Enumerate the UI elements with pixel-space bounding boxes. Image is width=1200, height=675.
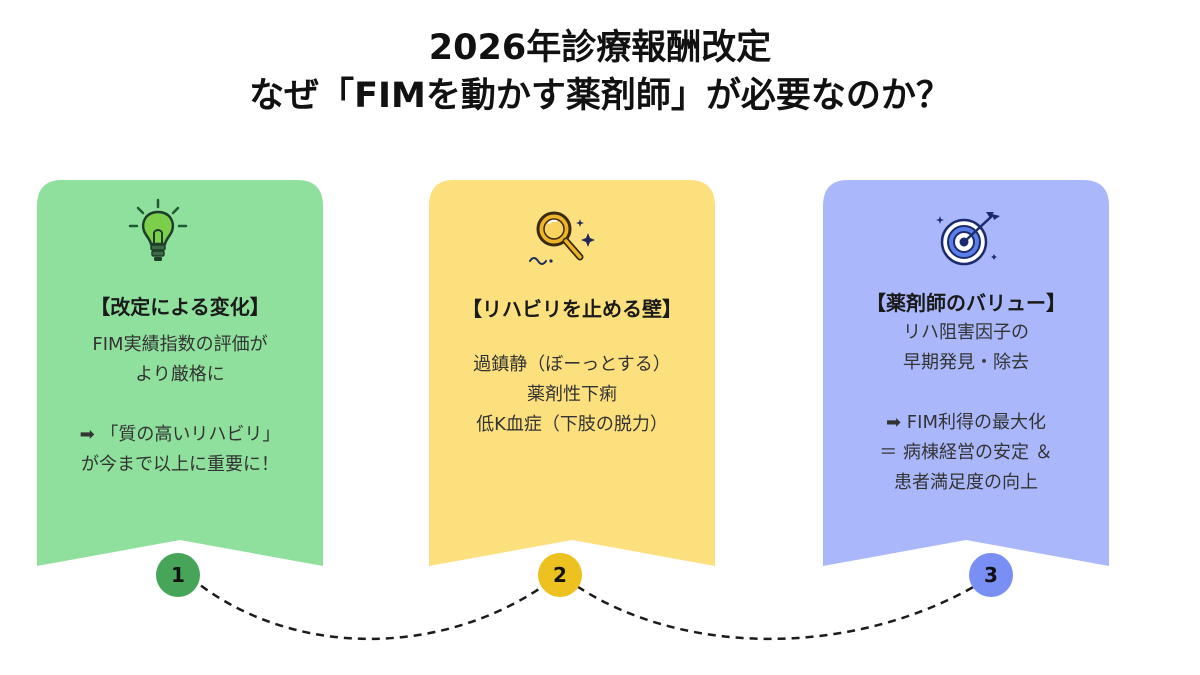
card-3-line: ＝ 病棟経営の安定 ＆ xyxy=(879,442,1053,463)
card-1-body: FIM実績指数の評価が より厳格に ➡ 「質の高いリハビリ」 が今まで以上に重要… xyxy=(38,330,322,480)
card-3-body: リハ阻害因子の 早期発見・除去 ➡ FIM利得の最大化 ＝ 病棟経営の安定 ＆ … xyxy=(824,318,1108,498)
card-3-line: 患者満足度の向上 xyxy=(894,472,1038,493)
card-1-heading: 【改定による変化】 xyxy=(90,295,270,319)
card-1-line: FIM実績指数の評価が xyxy=(92,334,268,355)
card-3: 【薬剤師のバリュー】 リハ阻害因子の 早期発見・除去 ➡ FIM利得の最大化 ＝… xyxy=(824,288,1108,498)
card-2-heading: 【リハビリを止める壁】 xyxy=(462,297,682,321)
card-3-shape xyxy=(823,180,1109,566)
step-3-badge: 3 xyxy=(969,553,1013,597)
card-1-line: ➡ 「質の高いリハビリ」 xyxy=(79,424,281,445)
title-line-1: 2026年診療報酬改定 xyxy=(428,28,772,68)
card-3-heading: 【薬剤師のバリュー】 xyxy=(866,291,1066,315)
card-3-line: リハ阻害因子の xyxy=(903,322,1029,343)
magnifier-icon xyxy=(529,211,595,265)
card-1-line xyxy=(38,390,322,420)
card-3-line: ➡ FIM利得の最大化 xyxy=(886,412,1046,433)
card-2: 【リハビリを止める壁】 過鎮静（ぼーっとする） 薬剤性下痢 低K血症（下肢の脱力… xyxy=(430,294,714,440)
card-1-line: が今まで以上に重要に！ xyxy=(81,454,279,475)
card-1-shape xyxy=(37,180,323,566)
card-2-line: 薬剤性下痢 xyxy=(527,384,617,405)
title-line-2: なぜ「FIMを動かす薬剤師」が必要なのか？ xyxy=(249,76,951,116)
card-1-line: より厳格に xyxy=(135,364,225,385)
step-2-badge: 2 xyxy=(538,553,582,597)
card-3-line xyxy=(824,378,1108,408)
card-2-line: 低K血症（下肢の脱力） xyxy=(476,414,668,435)
card-2-line: 過鎮静（ぼーっとする） xyxy=(473,354,671,375)
card-1: 【改定による変化】 FIM実績指数の評価が より厳格に ➡ 「質の高いリハビリ」… xyxy=(38,292,322,480)
page-title: 2026年診療報酬改定 なぜ「FIMを動かす薬剤師」が必要なのか？ xyxy=(0,24,1200,120)
card-2-shape xyxy=(429,180,715,566)
card-2-body: 過鎮静（ぼーっとする） 薬剤性下痢 低K血症（下肢の脱力） xyxy=(430,350,714,440)
target-icon xyxy=(936,212,1000,266)
step-1-badge: 1 xyxy=(156,553,200,597)
lightbulb-icon xyxy=(128,198,188,261)
dashed-connector xyxy=(189,572,991,641)
card-3-line: 早期発見・除去 xyxy=(903,352,1029,373)
